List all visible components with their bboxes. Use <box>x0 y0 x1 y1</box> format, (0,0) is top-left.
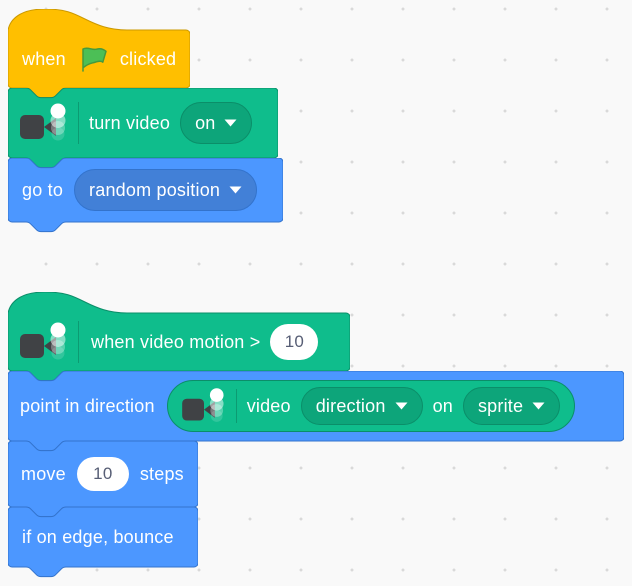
go-to-target-dropdown[interactable]: random position <box>74 169 258 211</box>
video-attribute-value: direction <box>315 395 386 416</box>
video-state-dropdown[interactable]: on <box>180 102 253 144</box>
go-to-label: go to <box>22 179 64 200</box>
video-subject-value: sprite <box>477 395 524 416</box>
steps-value: 10 <box>93 464 113 483</box>
video-camera-icon <box>181 388 224 422</box>
video-state-value: on <box>195 112 216 133</box>
steps-label: steps <box>139 463 184 484</box>
reporter-video-direction-on-sprite[interactable]: video direction on sprite <box>166 380 576 432</box>
block-divider <box>78 321 79 363</box>
point-in-direction-label: point in direction <box>20 395 155 416</box>
move-label: move <box>21 463 66 484</box>
block-when-flag-clicked[interactable]: when clicked <box>8 9 190 99</box>
motion-threshold-field[interactable]: 10 <box>270 324 319 360</box>
dropdown-caret-icon <box>532 402 545 410</box>
go-to-target-value: random position <box>89 179 221 200</box>
steps-field[interactable]: 10 <box>76 457 129 491</box>
if-on-edge-bounce-label: if on edge, bounce <box>22 526 174 547</box>
dropdown-caret-icon <box>224 119 237 127</box>
video-camera-icon <box>20 103 66 141</box>
dropdown-caret-icon <box>395 402 408 410</box>
motion-threshold-value: 10 <box>284 332 305 351</box>
video-label: video <box>246 395 291 416</box>
clicked-label: clicked <box>119 48 177 69</box>
dropdown-caret-icon <box>229 186 242 194</box>
when-label: when <box>22 48 66 69</box>
green-flag-icon <box>82 47 107 72</box>
video-subject-dropdown[interactable]: sprite <box>462 387 561 425</box>
when-video-motion-label: when video motion > <box>91 331 261 352</box>
turn-video-label: turn video <box>89 112 171 133</box>
block-turn-video-on[interactable]: turn video on <box>8 88 278 169</box>
video-attribute-dropdown[interactable]: direction <box>300 387 423 425</box>
block-divider <box>78 102 79 144</box>
block-divider <box>235 389 237 423</box>
block-point-in-direction[interactable]: point in direction video direction <box>8 371 624 452</box>
block-go-to-random-position[interactable]: go to random position <box>8 158 283 233</box>
block-if-on-edge-bounce[interactable]: if on edge, bounce <box>8 507 198 578</box>
video-camera-icon <box>20 322 66 360</box>
on-label: on <box>432 395 453 416</box>
block-when-video-motion[interactable]: when video motion > 10 <box>8 292 350 382</box>
